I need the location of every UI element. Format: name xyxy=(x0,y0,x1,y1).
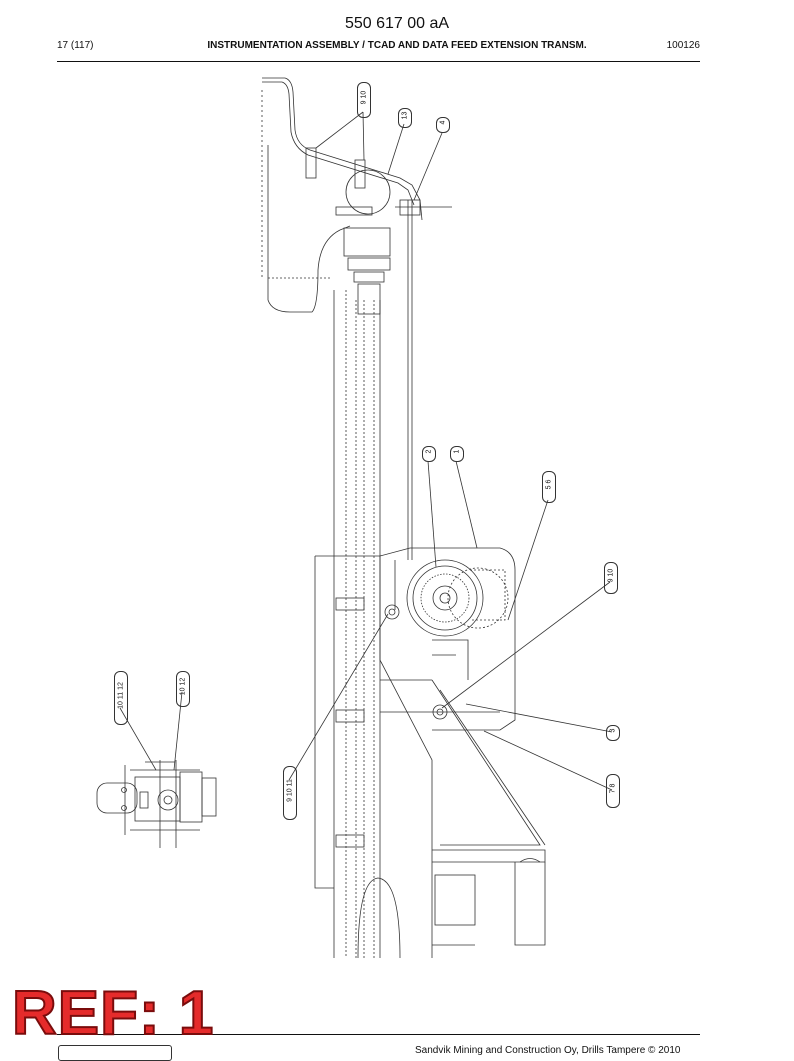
footer-divider xyxy=(57,1034,700,1035)
document-date: 100126 xyxy=(666,40,700,51)
balloon-label: 9 10 xyxy=(607,568,615,583)
balloon-9-10-11: 9 10 11 xyxy=(283,766,297,820)
balloon-label: 13 xyxy=(401,111,409,120)
balloon-label: 10 11 12 xyxy=(117,682,125,709)
balloon-4: 4 xyxy=(436,117,450,133)
balloon-label: 5 6 xyxy=(545,479,553,490)
ref-label: REF: 1 xyxy=(11,979,215,1048)
gear-housing xyxy=(379,547,546,958)
callout-balloons xyxy=(119,111,613,791)
balloon-7-8: 7 8 xyxy=(606,774,620,808)
mast xyxy=(314,290,401,959)
header-divider xyxy=(57,61,700,62)
page-number: 17 (117) xyxy=(57,40,94,51)
page-title: INSTRUMENTATION ASSEMBLY / TCAD AND DATA… xyxy=(207,40,587,51)
balloon-label: 9 10 11 xyxy=(286,779,294,802)
balloon-5-6: 5 6 xyxy=(542,471,556,503)
side-detail-view xyxy=(96,760,217,848)
top-bracket xyxy=(261,77,452,560)
balloon-2: 2 xyxy=(422,446,436,462)
balloon-label: 3 xyxy=(609,728,617,733)
balloon-label: 7 8 xyxy=(609,783,617,794)
balloon-10-12: 10 12 xyxy=(176,671,190,707)
copyright-notice: Sandvik Mining and Construction Oy, Dril… xyxy=(415,1045,681,1056)
balloon-label: 2 xyxy=(425,449,433,454)
balloon-label: 10 12 xyxy=(179,677,187,696)
balloon-10-11-12: 10 11 12 xyxy=(114,671,128,725)
document-number: 550 617 00 aA xyxy=(344,15,450,32)
balloon-label: 4 xyxy=(439,120,447,125)
balloon-1: 1 xyxy=(450,446,464,462)
balloon-3: 3 xyxy=(606,725,620,741)
balloon-13: 13 xyxy=(398,108,412,128)
balloon-label: 9 10 xyxy=(360,90,368,105)
balloon-label: 1 xyxy=(453,449,461,454)
balloon-9-10-right: 9 10 xyxy=(604,562,618,594)
balloon-9-10: 9 10 xyxy=(357,82,371,118)
